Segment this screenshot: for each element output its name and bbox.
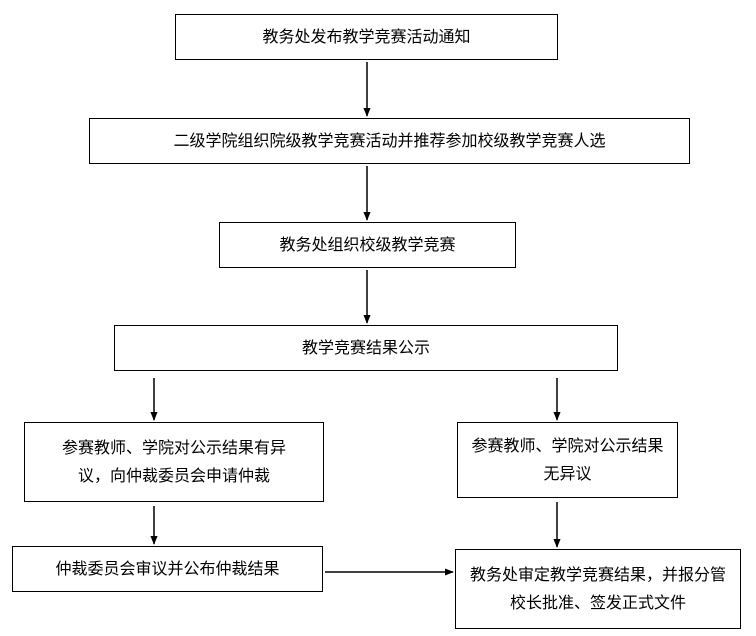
step-school-competition: 教务处组织校级教学竞赛 bbox=[219, 222, 516, 268]
branch-no-objection-text: 参赛教师、学院对公示结果无异议 bbox=[471, 436, 664, 483]
step-publish-notice: 教务处发布教学竞赛活动通知 bbox=[175, 14, 558, 60]
branch-objection: 参赛教师、学院对公示结果有异议，向仲裁委员会申请仲裁 bbox=[24, 422, 324, 502]
step-final-approval: 教务处审定教学竞赛结果，并报分管校长批准、签发正式文件 bbox=[455, 549, 741, 629]
branch-objection-text: 参赛教师、学院对公示结果有异议，向仲裁委员会申请仲裁 bbox=[61, 438, 286, 485]
step-result-announcement-text: 教学竞赛结果公示 bbox=[301, 338, 430, 357]
step-college-competition-text: 二级学院组织院级教学竞赛活动并推荐参加校级教学竞赛人选 bbox=[173, 131, 606, 150]
step-result-announcement: 教学竞赛结果公示 bbox=[114, 325, 618, 371]
step-arbitration-result: 仲裁委员会审议并公布仲裁结果 bbox=[12, 546, 323, 592]
step-school-competition-text: 教务处组织校级教学竞赛 bbox=[279, 235, 456, 254]
step-college-competition: 二级学院组织院级教学竞赛活动并推荐参加校级教学竞赛人选 bbox=[89, 118, 690, 164]
branch-no-objection: 参赛教师、学院对公示结果无异议 bbox=[457, 422, 678, 498]
step-publish-notice-text: 教务处发布教学竞赛活动通知 bbox=[262, 27, 471, 46]
step-arbitration-result-text: 仲裁委员会审议并公布仲裁结果 bbox=[55, 559, 280, 578]
step-final-approval-text: 教务处审定教学竞赛结果，并报分管校长批准、签发正式文件 bbox=[469, 565, 726, 612]
